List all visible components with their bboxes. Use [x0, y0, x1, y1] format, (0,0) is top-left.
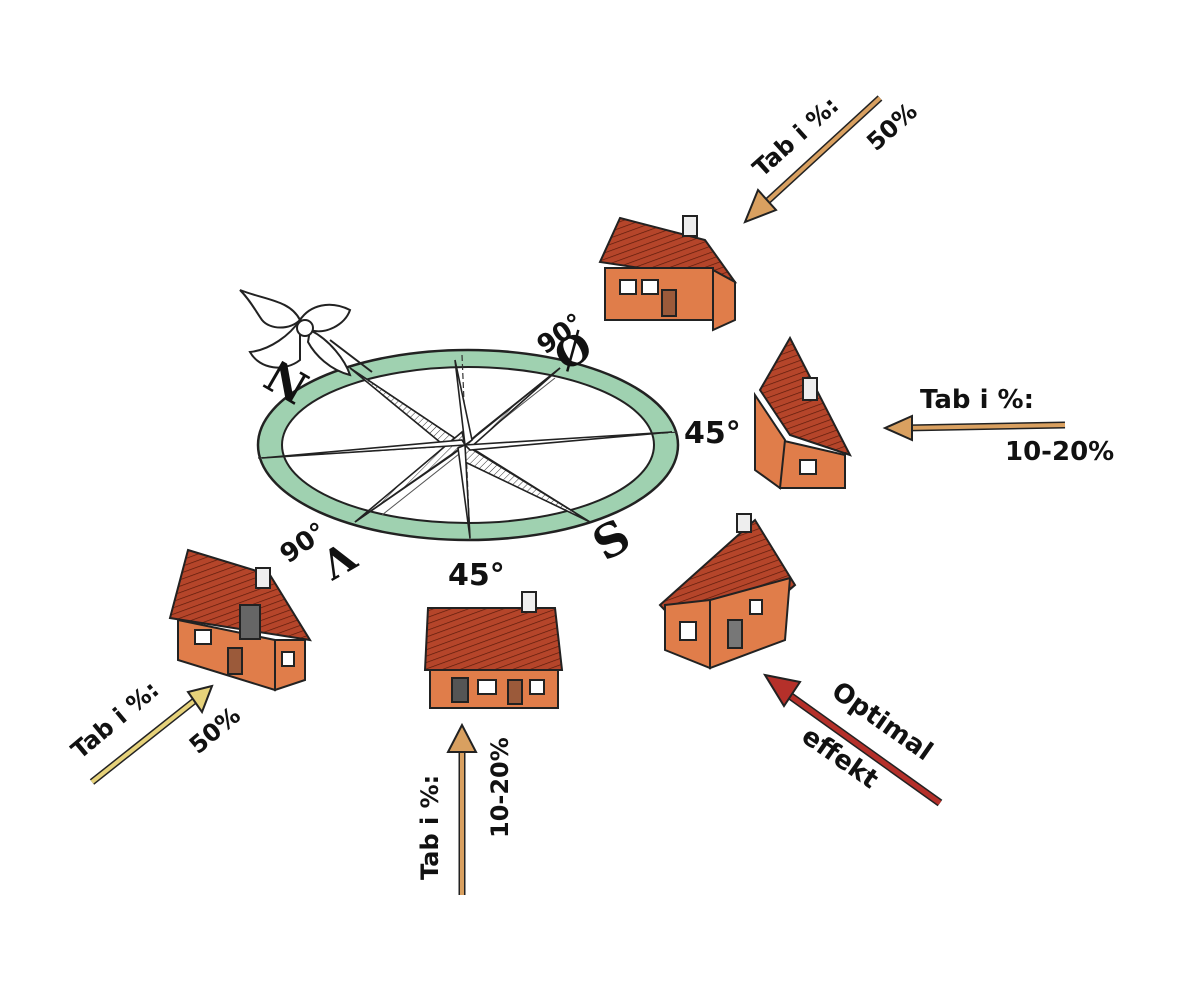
annotation-e-line2: 10-20%: [1005, 437, 1114, 467]
arrow-se: [762, 673, 943, 807]
annotation-sw-line1: Tab i %:: [66, 676, 165, 765]
house-se: [658, 513, 797, 670]
arrow-e: [882, 414, 1066, 442]
annotation-sw-line2: 50%: [184, 701, 246, 759]
annotation-s-line1: Tab i %:: [416, 775, 444, 880]
arrow-sw: [89, 684, 214, 785]
arrow-ne: [743, 95, 883, 224]
house-s: [423, 591, 564, 709]
house-sw: [168, 548, 312, 692]
annotation-s: Tab i %: 10-20%: [416, 737, 514, 880]
annotation-e-line1: Tab i %:: [920, 385, 1034, 415]
house-e: [754, 335, 853, 490]
annotation-sw: Tab i %: 50%: [66, 676, 246, 765]
degree-label-s: 45°: [448, 558, 505, 593]
house-ne: [598, 215, 738, 332]
compass-star: [261, 359, 673, 539]
annotation-e: Tab i %: 10-20%: [920, 385, 1114, 467]
degree-label-e: 45°: [684, 416, 741, 451]
compass: N Ø S V 90° 45° 45° 90°: [239, 289, 741, 593]
annotation-se: Optimal effekt: [796, 676, 938, 795]
annotation-ne-line1: Tab i %:: [747, 91, 844, 182]
annotation-s-line2: 10-20%: [486, 737, 514, 838]
fleur-de-lis-icon: [239, 289, 373, 377]
arrow-s: [446, 722, 478, 895]
